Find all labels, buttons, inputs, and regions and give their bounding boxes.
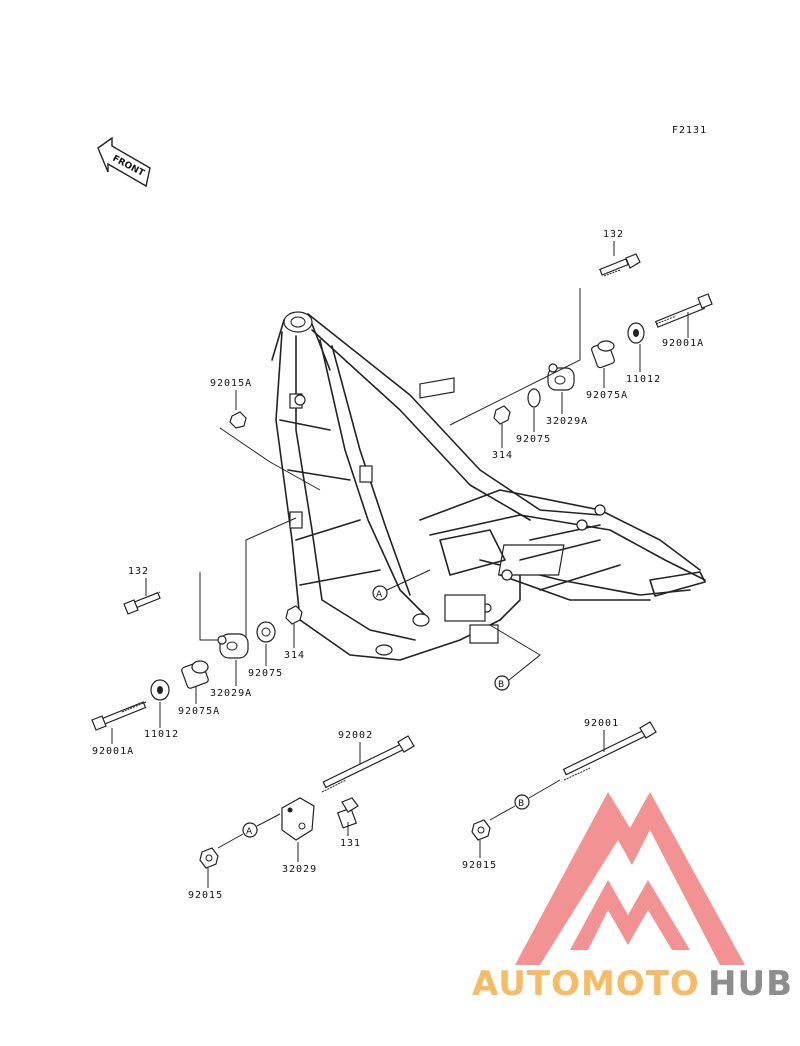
- front-arrow-icon: FRONT: [97, 136, 151, 188]
- label-32029: 32029: [282, 864, 317, 875]
- bolt-132-left: [123, 591, 161, 615]
- callout-a-frame: [372, 585, 388, 601]
- label-132-left: 132: [128, 566, 149, 577]
- callout-a-bottom: [242, 822, 258, 838]
- figure-code: F2131: [672, 125, 707, 136]
- nut-314-left: [285, 605, 303, 625]
- label-132-right: 132: [603, 229, 624, 240]
- label-92075A-right: 92075A: [586, 390, 628, 401]
- nut-92015A: [229, 411, 247, 429]
- bolt-92001: [562, 721, 657, 781]
- label-92002: 92002: [338, 730, 373, 741]
- label-92001A-left: 92001A: [92, 746, 134, 757]
- label-131: 131: [340, 838, 361, 849]
- svg-text:B: B: [518, 799, 524, 809]
- bolt-132-right: [599, 253, 641, 277]
- label-11012-left: 11012: [144, 729, 179, 740]
- svg-text:A: A: [246, 827, 253, 837]
- bracket-32029A-right: [547, 363, 575, 391]
- label-92001A-right: 92001A: [662, 338, 704, 349]
- label-314-left: 314: [284, 650, 305, 661]
- label-314-right: 314: [492, 450, 513, 461]
- bolt-92001A-right: [654, 293, 713, 328]
- label-92015-right: 92015: [462, 860, 497, 871]
- spacer-92075-right: [527, 388, 541, 408]
- bracket-32029A-left: [217, 633, 249, 659]
- callout-b-frame: [494, 675, 510, 691]
- label-92075A-left: 92075A: [178, 706, 220, 717]
- watermark-part1: AUTOMOTO: [472, 964, 700, 1004]
- watermark-part2: HUB: [708, 964, 793, 1004]
- callout-b-bottom: [514, 794, 530, 810]
- bolt-92001A-left: [91, 701, 147, 731]
- motorcycle-frame: [271, 311, 706, 661]
- svg-text:A: A: [376, 590, 383, 600]
- bushing-92075A-left: [181, 660, 209, 689]
- automotohub-logo: AUTOMOTO HUB: [472, 792, 793, 1004]
- label-92015-left: 92015: [188, 890, 223, 901]
- label-92075-left: 92075: [248, 668, 283, 679]
- label-92075-right: 92075: [516, 434, 551, 445]
- label-11012-right: 11012: [626, 374, 661, 385]
- label-32029A-right: 32029A: [546, 416, 588, 427]
- bushing-92075A-right: [591, 340, 615, 369]
- plate-32029: [281, 797, 315, 841]
- svg-text:B: B: [498, 680, 504, 690]
- bolt-131: [336, 797, 359, 829]
- label-92015A: 92015A: [210, 378, 252, 389]
- label-92001: 92001: [584, 718, 619, 729]
- nut-314-right: [493, 405, 511, 425]
- bolt-92002: [321, 735, 415, 793]
- label-32029A-left: 32029A: [210, 688, 252, 699]
